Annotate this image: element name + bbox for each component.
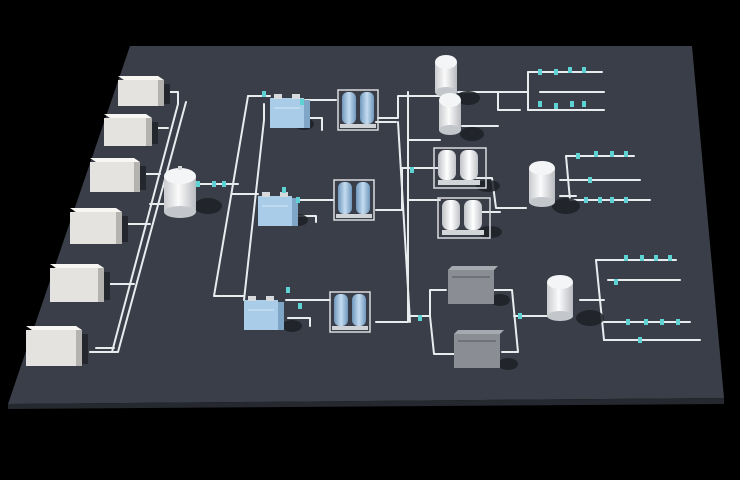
valve-11[interactable]	[554, 69, 558, 75]
dryer-tower-1	[334, 294, 348, 326]
valve-23[interactable]	[598, 197, 602, 203]
air-compressors	[26, 76, 170, 366]
valve-28[interactable]	[654, 255, 658, 261]
valve-26[interactable]	[624, 255, 628, 261]
valve-25[interactable]	[624, 197, 628, 203]
valve-29[interactable]	[668, 255, 672, 261]
valve-7[interactable]	[410, 167, 414, 173]
valve-10[interactable]	[538, 69, 542, 75]
valve-39[interactable]	[638, 337, 642, 343]
air-compressor-4[interactable]	[70, 208, 128, 244]
valve-32[interactable]	[660, 319, 664, 325]
grey-cabinet-units	[448, 266, 504, 368]
valve-24[interactable]	[610, 197, 614, 203]
receiver-tank-3[interactable]	[529, 161, 555, 207]
valve-6[interactable]	[286, 287, 290, 293]
twin-tower-dryer-2[interactable]	[333, 179, 375, 221]
valve-14[interactable]	[538, 101, 542, 107]
small-dryer-1[interactable]	[433, 147, 487, 189]
valve-15[interactable]	[554, 103, 558, 109]
twin-tower-dryer-1[interactable]	[337, 89, 379, 131]
valve-27[interactable]	[640, 255, 644, 261]
air-compressor-6[interactable]	[26, 326, 88, 366]
grey-cabinet-2[interactable]	[454, 330, 504, 368]
twin-tower-dryer-3[interactable]	[329, 291, 371, 333]
valve-20[interactable]	[610, 151, 614, 157]
receiver-tank-2[interactable]	[439, 93, 461, 135]
valve-22[interactable]	[584, 197, 588, 203]
floor-platform	[8, 46, 724, 409]
small-dryers	[433, 147, 491, 239]
filter-unit-2[interactable]	[258, 192, 298, 226]
piping-network	[89, 71, 701, 355]
valve-1[interactable]	[196, 181, 200, 187]
valve-21[interactable]	[624, 151, 628, 157]
valve-35[interactable]	[300, 99, 304, 105]
valve-3[interactable]	[222, 181, 226, 187]
dryer-tower-2	[360, 92, 374, 124]
valve-30[interactable]	[626, 319, 630, 325]
valve-19[interactable]	[594, 151, 598, 157]
air-compressor-2[interactable]	[104, 114, 158, 146]
valve-12[interactable]	[568, 67, 572, 73]
twin-tower-dryers	[329, 89, 379, 333]
dryer-tower-2	[352, 294, 366, 326]
valve-38[interactable]	[614, 279, 618, 285]
secondary-receiver-tanks	[435, 55, 573, 321]
valve-2[interactable]	[212, 181, 216, 187]
receiver-tank-1[interactable]	[435, 55, 457, 97]
valve-16[interactable]	[570, 101, 574, 107]
valve-13[interactable]	[582, 67, 586, 73]
filter-unit-1[interactable]	[270, 94, 310, 128]
receiver-tank-4[interactable]	[547, 275, 573, 321]
valve-18[interactable]	[576, 153, 580, 159]
valve-4[interactable]	[262, 91, 266, 97]
air-compressor-3[interactable]	[90, 158, 146, 192]
filter-unit-3[interactable]	[244, 296, 284, 330]
air-compressor-5[interactable]	[50, 264, 110, 302]
dryer-tower-2	[356, 182, 370, 214]
valve-17[interactable]	[582, 101, 586, 107]
filter-units	[244, 94, 310, 330]
valve-31[interactable]	[644, 319, 648, 325]
valve-37[interactable]	[588, 177, 592, 183]
valve-9[interactable]	[518, 313, 522, 319]
dryer-tower-1	[338, 182, 352, 214]
main-receiver-tank[interactable]	[164, 166, 196, 218]
valve-36[interactable]	[298, 303, 302, 309]
valve-33[interactable]	[676, 319, 680, 325]
valves	[196, 67, 680, 343]
valve-34[interactable]	[296, 197, 300, 203]
valve-8[interactable]	[418, 315, 422, 321]
small-dryer-2[interactable]	[437, 197, 491, 239]
air-compressor-1[interactable]	[118, 76, 170, 106]
valve-5[interactable]	[282, 187, 286, 193]
grey-cabinet-1[interactable]	[448, 266, 498, 304]
dryer-tower-1	[342, 92, 356, 124]
